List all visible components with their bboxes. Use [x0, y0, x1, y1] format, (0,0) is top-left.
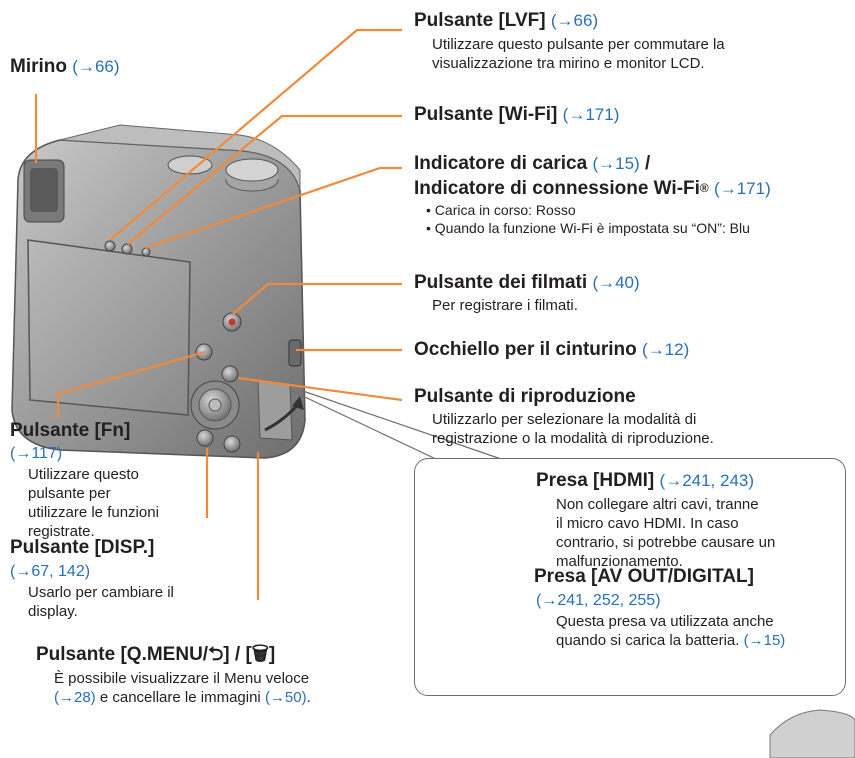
disp-ref-link[interactable]: (→67, 142) [10, 563, 91, 580]
avout-desc-text: quando si carica la batteria. [556, 632, 744, 649]
playback-description: Utilizzarlo per selezionare la modalità … [432, 410, 714, 448]
bullet-item: • Quando la funzione Wi-Fi è impostata s… [426, 220, 750, 236]
playback-button-label: Pulsante di riproduzione [414, 386, 636, 408]
lvf-button-label: Pulsante [LVF] (→66) [414, 10, 598, 32]
movie-button-title: Pulsante dei filmati [414, 272, 588, 293]
fn-button-title: Pulsante [Fn] [10, 420, 131, 441]
camera-body [11, 124, 306, 459]
avout-desc-line-2: quando si carica la batteria. (→15) [556, 631, 785, 650]
lvf-button-title: Pulsante [LVF] [414, 10, 546, 31]
qmenu-ref-link[interactable]: (→28) [54, 689, 96, 706]
battery-ref-link[interactable]: (→15) [743, 632, 786, 649]
delete-ref-link[interactable]: (→50) [264, 689, 307, 706]
wifi-connection-title: Indicatore di connessione Wi-Fi [414, 178, 700, 199]
wifi-ref-link[interactable]: (→171) [562, 105, 620, 124]
wifi-button-label: Pulsante [Wi-Fi] (→171) [414, 104, 619, 126]
disp-button-title: Pulsante [DISP.] [10, 537, 155, 558]
hdmi-description: Non collegare altri cavi, tranne il micr… [556, 495, 775, 571]
fn-desc-line: Utilizzare questo [28, 466, 139, 483]
qmenu-description: È possibile visualizzare il Menu veloce … [54, 669, 311, 707]
lvf-description: Utilizzare questo pulsante per commutare… [432, 35, 725, 73]
strap-ref-link[interactable]: (→12) [642, 340, 690, 359]
fn-desc-line: pulsante per [28, 485, 111, 502]
avout-ref-link[interactable]: (→241, 252, 255) [536, 592, 661, 609]
bullet-item: • Carica in corso: Rosso [426, 202, 576, 218]
avout-description: Questa presa va utilizzata anche quando … [556, 612, 785, 650]
lvf-desc-line: visualizzazione tra mirino e monitor LCD… [432, 55, 705, 72]
hdmi-desc-line: il micro cavo HDMI. In caso [556, 515, 739, 532]
playback-desc-line: Utilizzarlo per selezionare la modalità … [432, 411, 697, 428]
lvf-ref-link[interactable]: (→66) [550, 11, 599, 30]
avout-desc-line: Questa presa va utilizzata anche [556, 613, 774, 630]
camera-partial-bottom [769, 709, 855, 758]
hdmi-ref-link[interactable]: (→241, 243) [659, 471, 755, 490]
qmenu-desc-line-2: (→28) e cancellare le immagini (→50). [54, 688, 311, 707]
callout-connector [289, 389, 505, 461]
disp-desc-line: display. [28, 603, 78, 620]
charge-indicator-label: Indicatore di carica (→15) / [414, 153, 650, 175]
movie-ref-link[interactable]: (→40) [592, 273, 640, 292]
registered-mark: ® [699, 181, 709, 195]
port-callout-box [414, 458, 846, 696]
fn-desc-line: utilizzare le funzioni [28, 504, 159, 521]
fn-description: Utilizzare questo pulsante per utilizzar… [28, 465, 159, 541]
viewfinder-ref-link[interactable]: (→66) [72, 57, 120, 76]
qmenu-desc-text: e cancellare le immagini [95, 689, 265, 706]
charge-indicator-title: Indicatore di carica [414, 153, 588, 174]
wifi-connection-indicator-label: Indicatore di connessione Wi-Fi® (→171) [414, 177, 771, 200]
hdmi-socket-title: Presa [HDMI] [536, 470, 655, 491]
slash-separator: / [644, 153, 651, 174]
strap-eyelet-label: Occhiello per il cinturino (→12) [414, 339, 689, 361]
viewfinder-title: Mirino [10, 56, 67, 77]
charge-bullets: • Carica in corso: Rosso • Quando la fun… [426, 201, 750, 237]
hdmi-socket-label: Presa [HDMI] (→241, 243) [536, 470, 754, 492]
playback-button-title: Pulsante di riproduzione [414, 386, 636, 407]
fn-desc-line: registrate. [28, 523, 95, 540]
lvf-desc-line: Utilizzare questo pulsante per commutare… [432, 36, 725, 53]
hdmi-desc-line: malfunzionamento. [556, 553, 683, 570]
disp-description: Usarlo per cambiare il display. [28, 583, 174, 621]
disp-desc-line: Usarlo per cambiare il [28, 584, 174, 601]
viewfinder-label: Mirino (→66) [10, 56, 120, 78]
hdmi-desc-line: Non collegare altri cavi, tranne [556, 496, 759, 513]
wifi-connection-ref-link[interactable]: (→171) [714, 179, 771, 198]
wifi-button-title: Pulsante [Wi-Fi] [414, 104, 558, 125]
qmenu-button-title: Pulsante [Q.MENU/⮌] / [🗑] [36, 644, 276, 665]
strap-eyelet-title: Occhiello per il cinturino [414, 339, 637, 360]
fn-ref-link[interactable]: (→117) [10, 445, 63, 462]
qmenu-desc-line: È possibile visualizzare il Menu veloce [54, 670, 310, 687]
hdmi-desc-line: contrario, si potrebbe causare un [556, 534, 776, 551]
movie-button-label: Pulsante dei filmati (→40) [414, 272, 640, 294]
charge-ref-link[interactable]: (→15) [592, 154, 640, 173]
period: . [306, 689, 311, 706]
avout-socket-title: Presa [AV OUT/DIGITAL] [534, 566, 754, 587]
playback-desc-line: registrazione o la modalità di riproduzi… [432, 430, 714, 447]
movie-description: Per registrare i filmati. [432, 297, 578, 314]
